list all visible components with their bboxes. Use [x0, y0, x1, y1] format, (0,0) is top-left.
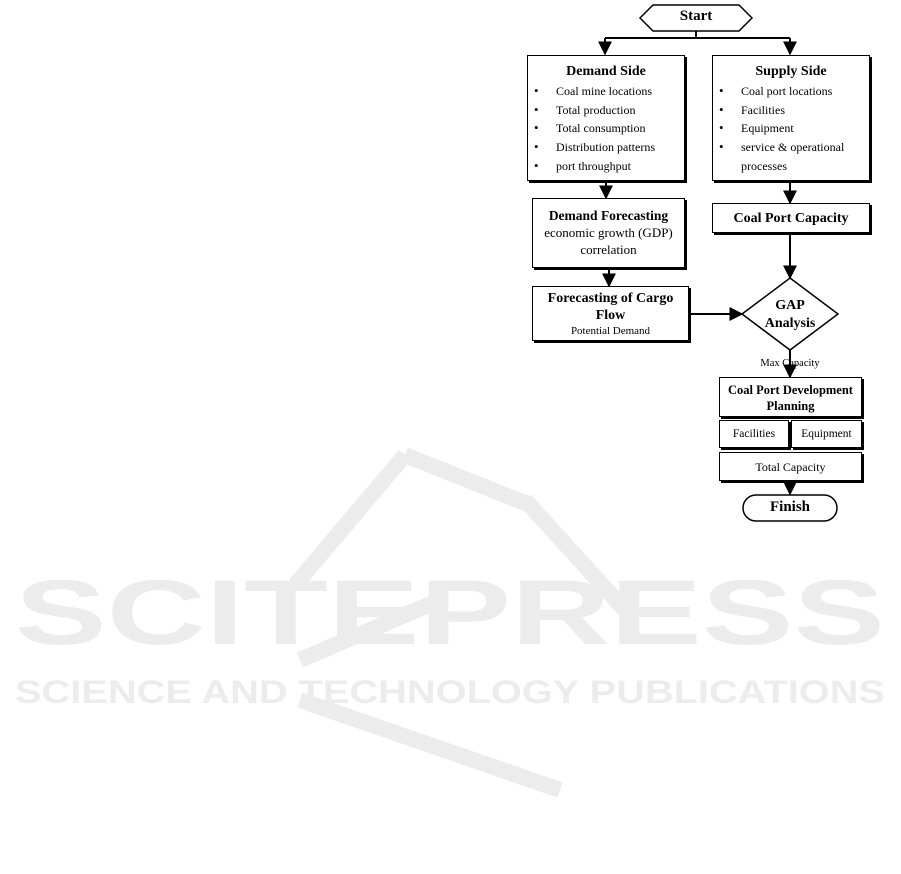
finish-label: Finish [769, 499, 811, 515]
list-item: port throughput [528, 157, 684, 176]
watermark-book-shape [288, 447, 631, 798]
list-item: Facilities [713, 101, 869, 120]
list-item: Equipment [713, 119, 869, 138]
max-capacity-label: Max Capacity [760, 358, 820, 369]
watermark-brand: SCITEPRESS [15, 562, 885, 664]
list-item: Coal port locations [713, 82, 869, 101]
supply-side-list: Coal port locations Facilities Equipment… [713, 82, 869, 176]
development-planning-box: Coal Port Development Planning [719, 377, 862, 417]
list-item: Coal mine locations [528, 82, 684, 101]
demand-side-title: Demand Side [566, 64, 646, 79]
total-capacity-label: Total Capacity [755, 460, 826, 474]
development-planning-title: Coal Port Development Planning [728, 383, 853, 413]
gap-analysis-line2: Analysis [764, 316, 816, 331]
demand-forecasting-text: economic growth (GDP) correlation [544, 225, 673, 257]
total-capacity-box: Total Capacity [719, 452, 862, 481]
equipment-label: Equipment [801, 428, 852, 440]
supply-side-title: Supply Side [755, 64, 827, 79]
facilities-box: Facilities [719, 420, 789, 448]
gap-analysis-line1: GAP [775, 298, 805, 313]
coal-port-capacity-box: Coal Port Capacity [712, 203, 870, 233]
list-item: Distribution patterns [528, 138, 684, 157]
list-item: Total production [528, 101, 684, 120]
start-label: Start [679, 8, 713, 24]
list-item: service & operational processes [713, 138, 869, 175]
cargo-flow-title: Forecasting of Cargo Flow [547, 291, 674, 323]
supply-side-box: Supply Side Coal port locations Faciliti… [712, 55, 870, 181]
finish-terminal-shape [742, 494, 838, 522]
cargo-flow-box: Forecasting of Cargo Flow Potential Dema… [532, 286, 689, 341]
gap-diamond-shape [740, 277, 840, 351]
facilities-label: Facilities [732, 428, 776, 440]
start-terminal-shape [638, 4, 754, 32]
demand-forecasting-box: Demand Forecasting economic growth (GDP)… [532, 198, 685, 268]
demand-side-list: Coal mine locations Total production Tot… [528, 82, 684, 176]
coal-port-capacity-title: Coal Port Capacity [733, 211, 849, 226]
cargo-flow-subtitle: Potential Demand [570, 325, 651, 337]
list-item: Total consumption [528, 119, 684, 138]
demand-side-box: Demand Side Coal mine locations Total pr… [527, 55, 685, 181]
equipment-box: Equipment [791, 420, 862, 448]
watermark-tagline: SCIENCE AND TECHNOLOGY PUBLICATIONS [15, 674, 885, 710]
demand-forecasting-title: Demand Forecasting [548, 208, 669, 223]
